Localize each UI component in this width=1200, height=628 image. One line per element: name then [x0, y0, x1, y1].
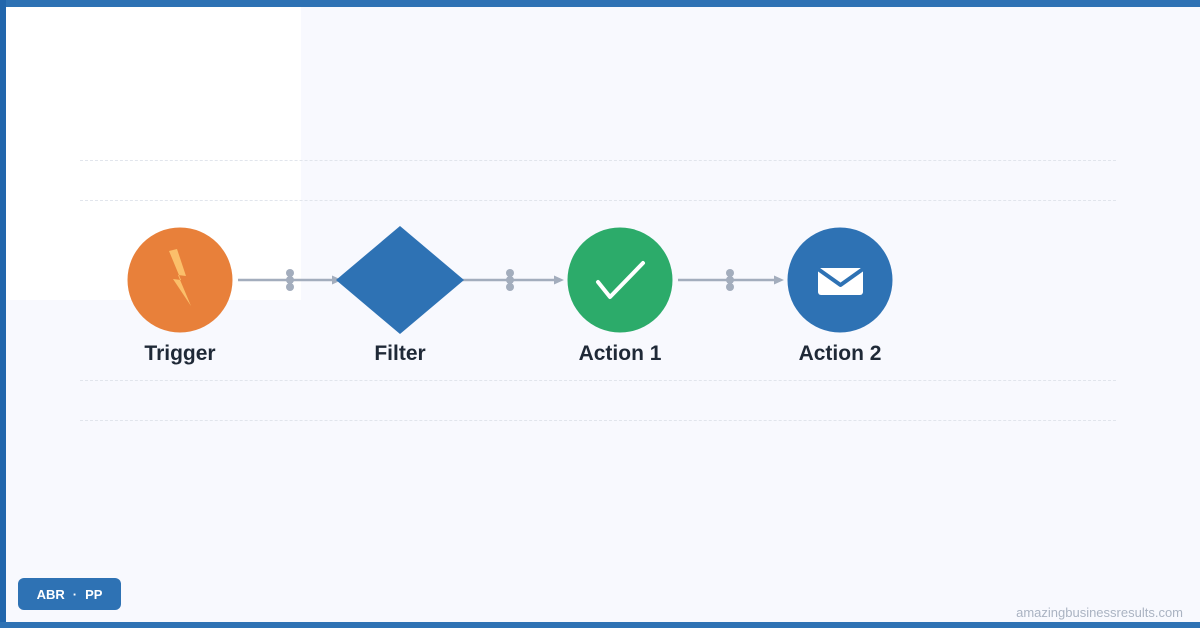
edge-filter-action1 [458, 269, 564, 291]
lightning-bolt-icon [169, 249, 191, 306]
node-label-trigger: Trigger [144, 342, 216, 365]
node-label-filter: Filter [374, 342, 426, 365]
guide-line [80, 420, 1116, 421]
node-trigger [127, 227, 233, 333]
site-domain: amazingbusinessresults.com [1016, 605, 1183, 620]
guide-line [80, 160, 1116, 161]
guide-line [80, 380, 1116, 381]
node-filter [336, 226, 464, 334]
checkmark-icon [596, 261, 645, 299]
top-border [0, 0, 1200, 7]
badge-separator: · [72, 586, 78, 602]
edge-trigger-filter [238, 269, 342, 291]
node-label-action2: Action 2 [798, 342, 882, 365]
left-border [0, 0, 6, 628]
node-label-action1: Action 1 [578, 342, 662, 365]
badge-right: PP [85, 586, 103, 602]
edge-action1-action2 [678, 269, 784, 291]
guide-line [80, 200, 1116, 201]
envelope-icon [816, 267, 865, 295]
badge-left: ABR [36, 586, 65, 602]
brand-badge[interactable]: ABR · PP [18, 578, 121, 610]
node-action1 [567, 227, 673, 333]
node-action2 [787, 227, 893, 333]
bottom-border [0, 622, 1200, 628]
